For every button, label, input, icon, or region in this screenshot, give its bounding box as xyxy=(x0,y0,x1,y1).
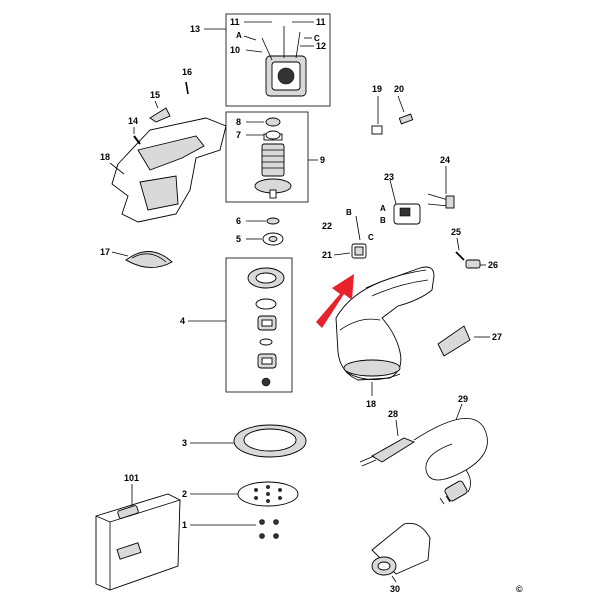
screws-1 xyxy=(259,519,279,539)
label-24: 24 xyxy=(440,155,450,165)
label-15: 15 xyxy=(150,90,160,100)
sanding-pad-2 xyxy=(237,481,299,507)
sublabel-b-22: B xyxy=(346,208,352,217)
brush-holder-19 xyxy=(371,125,383,135)
label-12: 12 xyxy=(316,41,326,51)
power-cord-29 xyxy=(359,418,488,505)
assembled-sander-18 xyxy=(335,266,435,381)
label-11-left: 11 xyxy=(230,17,240,27)
label-27 xyxy=(437,325,471,357)
label-19: 19 xyxy=(372,84,382,94)
label-plate-15 xyxy=(149,107,171,123)
field-coil-13 xyxy=(261,26,307,97)
washer-8 xyxy=(265,117,281,127)
copyright-mark: © xyxy=(516,584,523,594)
sublabel-b-23: B xyxy=(380,216,386,225)
label-1: 1 xyxy=(182,520,187,530)
highlight-arrow xyxy=(316,274,354,328)
screw-25 xyxy=(455,251,465,261)
carry-case-101 xyxy=(95,493,181,591)
sublabel-a-23: A xyxy=(380,204,386,213)
carbon-brush-20 xyxy=(398,113,414,125)
label-8: 8 xyxy=(236,117,241,127)
label-7: 7 xyxy=(236,130,241,140)
box-9 xyxy=(225,111,309,203)
dust-bag-30 xyxy=(371,522,431,576)
label-26: 26 xyxy=(488,260,498,270)
housing-half-18 xyxy=(111,117,227,223)
label-101: 101 xyxy=(124,473,139,483)
label-28: 28 xyxy=(388,409,398,419)
label-23: 23 xyxy=(384,172,394,182)
label-18-bottom: 18 xyxy=(366,399,376,409)
screw-14 xyxy=(133,135,141,145)
box-4 xyxy=(225,257,293,393)
ring-7 xyxy=(265,130,281,140)
label-20: 20 xyxy=(394,84,404,94)
label-30: 30 xyxy=(390,584,400,594)
box-13 xyxy=(225,13,331,107)
label-6: 6 xyxy=(236,216,241,226)
label-27: 27 xyxy=(492,332,502,342)
label-14: 14 xyxy=(128,116,138,126)
screw-16 xyxy=(185,81,189,95)
label-9: 9 xyxy=(320,155,325,165)
label-17: 17 xyxy=(100,247,110,257)
label-2: 2 xyxy=(182,489,187,499)
clip-26 xyxy=(465,259,481,269)
label-4: 4 xyxy=(180,316,185,326)
label-29: 29 xyxy=(458,394,468,404)
armature-9 xyxy=(254,133,292,199)
label-10: 10 xyxy=(230,45,240,55)
cable-24 xyxy=(427,193,455,209)
sublabel-c-13: C xyxy=(314,34,320,43)
capacitor-21 xyxy=(351,243,367,259)
label-16: 16 xyxy=(182,67,192,77)
label-3: 3 xyxy=(182,438,187,448)
label-11-right: 11 xyxy=(316,17,326,27)
label-18-top: 18 xyxy=(100,152,110,162)
label-13: 13 xyxy=(190,24,200,34)
small-washer-6 xyxy=(266,217,280,225)
label-22: 22 xyxy=(322,221,332,231)
switch-23 xyxy=(393,203,421,225)
pad-ring-3 xyxy=(233,424,307,458)
label-21: 21 xyxy=(322,250,332,260)
label-5: 5 xyxy=(236,234,241,244)
sublabel-a-13: A xyxy=(236,31,242,40)
label-25: 25 xyxy=(451,227,461,237)
fan-assembly-4 xyxy=(247,267,285,387)
sublabel-c-22: C xyxy=(368,233,374,242)
